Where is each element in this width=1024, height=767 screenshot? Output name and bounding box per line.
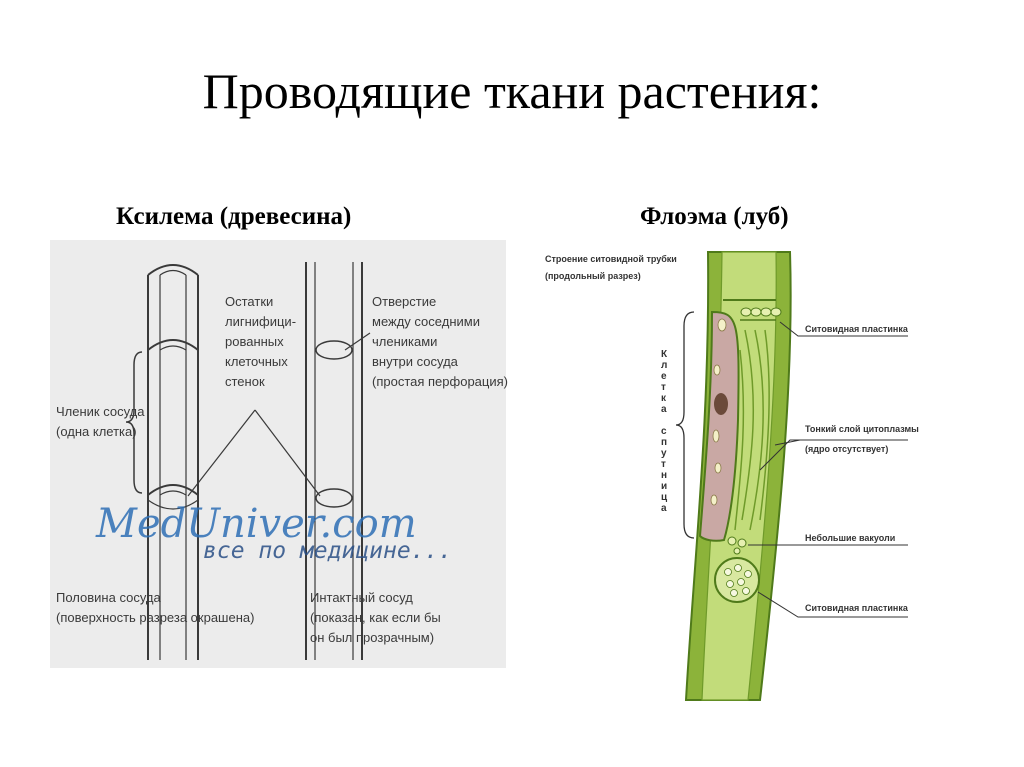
svg-text:ц: ц [661, 492, 668, 503]
cytoplasm-strands [734, 329, 770, 531]
label-opening: Отверстие между соседними члениками внут… [372, 294, 508, 389]
phloem-subtitle: Флоэма (луб) [640, 203, 789, 230]
svg-text:т: т [661, 459, 666, 470]
svg-text:н: н [661, 470, 667, 481]
label-segment: Членик сосуда (одна клетка) [56, 404, 145, 439]
label-half-vessel: Половина сосуда (поверхность разреза окр… [56, 590, 254, 625]
half-vessel [147, 264, 199, 660]
slide-title: Проводящие ткани растения: [202, 63, 822, 119]
svg-text:Членик сосуда: Членик сосуда [56, 404, 145, 419]
svg-text:у: у [661, 448, 667, 459]
svg-text:(поверхность разреза окрашена): (поверхность разреза окрашена) [56, 610, 254, 625]
label-cytoplasm-line1: Тонкий слой цитоплазмы [805, 424, 919, 434]
label-intact-vessel: Интактный сосуд (показан, как если бы он… [310, 590, 441, 645]
phloem-caption-line2: (продольный разрез) [545, 271, 641, 281]
svg-text:стенок: стенок [225, 374, 265, 389]
watermark-tagline: все по медицине... [203, 538, 452, 564]
svg-text:между соседними: между соседними [372, 314, 480, 329]
label-sieve-plate-top: Ситовидная пластинка [805, 324, 909, 334]
phloem-leader-lines [748, 321, 908, 618]
svg-text:(показан, как если бы: (показан, как если бы [310, 610, 441, 625]
phloem-caption-line1: Строение ситовидной трубки [545, 254, 677, 264]
svg-text:Остатки: Остатки [225, 294, 273, 309]
svg-text:(одна клетка): (одна клетка) [56, 424, 137, 439]
svg-text:к: к [661, 393, 667, 404]
sieve-plate-top [740, 307, 782, 317]
companion-brace [675, 311, 695, 539]
svg-text:К: К [661, 349, 668, 360]
svg-text:т: т [661, 382, 666, 393]
svg-text:л: л [661, 360, 667, 371]
companion-vacuoles [710, 318, 727, 506]
segment-brace [125, 351, 143, 494]
xylem-subtitle: Ксилема (древесина) [116, 203, 352, 230]
svg-text:Половина сосуда: Половина сосуда [56, 590, 161, 605]
svg-text:е: е [661, 371, 667, 382]
svg-text:(простая перфорация): (простая перфорация) [372, 374, 508, 389]
label-remnants: Остатки лигнифици- рованных клеточных ст… [225, 294, 296, 389]
svg-text:а: а [661, 503, 667, 514]
companion-cell [698, 310, 740, 542]
svg-text:члениками: члениками [372, 334, 437, 349]
svg-text:клеточных: клеточных [225, 354, 288, 369]
svg-text:он был прозрачным): он был прозрачным) [310, 630, 434, 645]
companion-vertical-label: К л е т к а с п у т н и ц а [661, 349, 668, 514]
label-sieve-plate-bottom: Ситовидная пластинка [805, 603, 909, 613]
svg-text:рованных: рованных [225, 334, 284, 349]
small-vacuoles [727, 536, 747, 555]
watermark-site: MedUniver.com [95, 501, 417, 547]
svg-text:и: и [661, 481, 667, 492]
companion-nucleus [714, 393, 728, 415]
svg-text:лигнифици-: лигнифици- [225, 314, 296, 329]
intact-vessel [305, 262, 363, 660]
svg-text:Интактный сосуд: Интактный сосуд [310, 590, 413, 605]
sieve-plate-pores [724, 564, 752, 597]
svg-text:Отверстие: Отверстие [372, 294, 436, 309]
label-cytoplasm-line2: (ядро отсутствует) [805, 444, 888, 454]
svg-text:а: а [661, 404, 667, 415]
xylem-diagram: Остатки лигнифици- рованных клеточных ст… [50, 240, 508, 668]
xylem-panel-background [50, 240, 506, 668]
svg-text:внутри сосуда: внутри сосуда [372, 354, 459, 369]
phloem-diagram: Строение ситовидной трубки (продольный р… [545, 251, 919, 701]
svg-text:п: п [661, 437, 667, 448]
label-vacuoles: Небольшие вакуоли [805, 533, 895, 543]
svg-text:с: с [661, 426, 667, 437]
xylem-leader-lines [187, 332, 371, 497]
